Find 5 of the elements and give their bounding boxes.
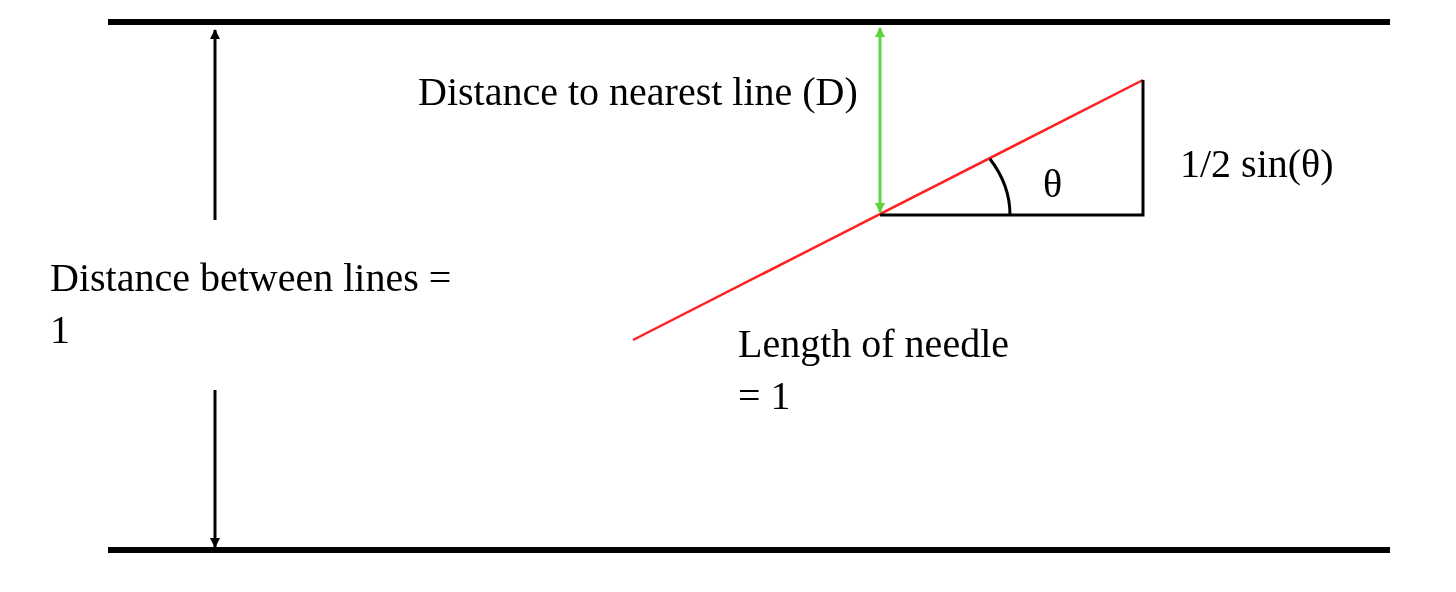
dimension-label: 1/2 sin(θ) [1180, 140, 1335, 188]
dimension-label: θ [1043, 160, 1064, 208]
dimension-label: Distance between lines = 1 [50, 254, 453, 354]
dimension-label: Distance to nearest line (D) [418, 68, 858, 116]
dimension-label: Length of needle = 1 [738, 320, 1010, 420]
